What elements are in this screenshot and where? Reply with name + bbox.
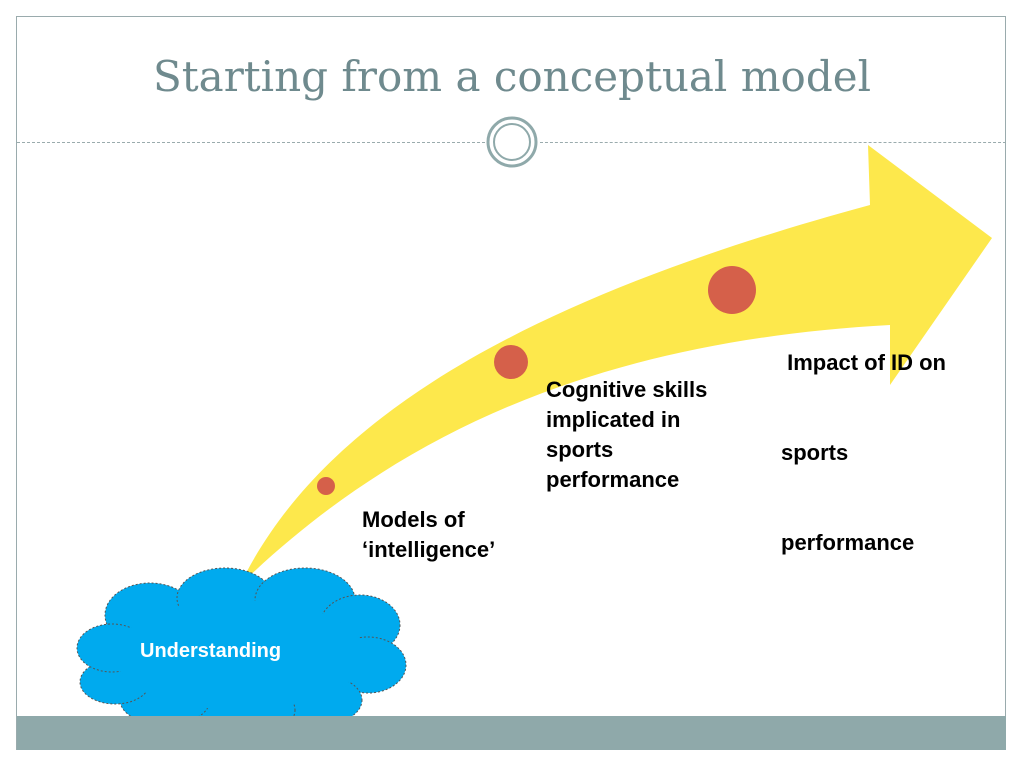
step-dot-2 [494,345,528,379]
circle-ornament-icon [486,116,538,168]
cloud-label-understanding: Understanding [140,640,282,662]
step-label-1: Models of ‘intelligence’ [362,507,496,562]
step-label-2: Cognitive skills implicated in sports pe… [546,377,708,492]
understanding-cloud [76,567,407,739]
slide-title: Starting from a conceptual model [153,52,871,101]
title-divider-right [540,142,1006,143]
step-dot-1 [317,477,335,495]
curved-arrow [240,145,992,585]
step-label-3: Impact of ID on sports performance [781,350,946,555]
slide-footer-bar [17,716,1006,750]
step-dot-3 [708,266,756,314]
title-divider-left [17,142,485,143]
